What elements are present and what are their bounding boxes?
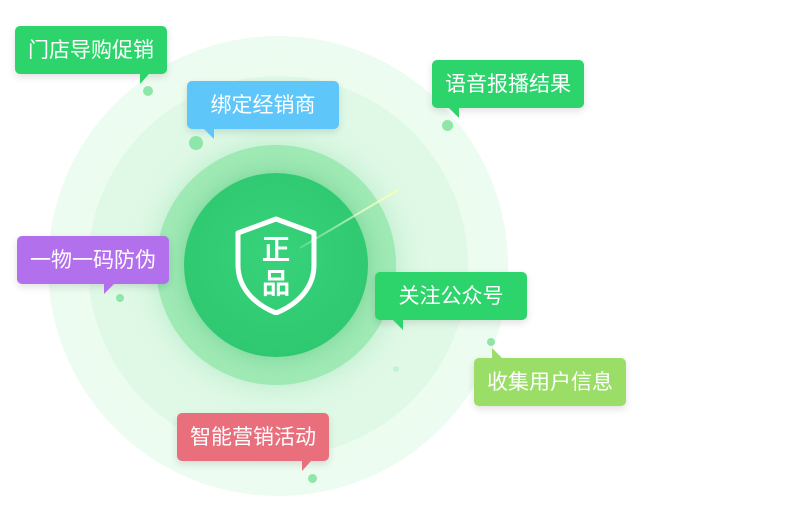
feature-follow-account: 关注公众号 — [375, 272, 527, 320]
core-circle — [184, 173, 368, 357]
feature-label: 语音报播结果 — [445, 72, 571, 96]
orbit-dot — [143, 86, 153, 96]
orbit-dot — [189, 136, 203, 150]
feature-bind-dealer: 绑定经销商 — [187, 81, 339, 129]
feature-smart-marketing: 智能营销活动 — [177, 413, 329, 461]
bubble-tail — [204, 129, 214, 139]
feature-label: 一物一码防伪 — [30, 248, 156, 272]
orbit-dot — [308, 474, 317, 483]
feature-label: 收集用户信息 — [487, 370, 613, 394]
bubble-tail — [449, 108, 459, 118]
feature-collect-user-info: 收集用户信息 — [474, 358, 626, 406]
badge-char-bottom: 品 — [261, 267, 290, 300]
feature-label: 绑定经销商 — [210, 93, 316, 117]
bubble-tail — [104, 284, 114, 294]
bubble-tail — [302, 461, 311, 471]
bubble-tail — [393, 320, 403, 330]
feature-anti-counterfeit: 一物一码防伪 — [17, 236, 169, 284]
feature-voice-broadcast: 语音报播结果 — [432, 60, 584, 108]
shield-icon — [235, 216, 317, 315]
feature-label: 智能营销活动 — [190, 425, 316, 449]
bubble-tail — [140, 74, 149, 84]
orbit-dot — [442, 120, 453, 131]
orbit-dot — [116, 294, 124, 302]
feature-store-guide-promo: 门店导购促销 — [15, 26, 167, 74]
orbit-dot — [393, 366, 399, 372]
badge-char-top: 正 — [261, 233, 290, 266]
bubble-tail — [492, 348, 502, 358]
feature-label: 门店导购促销 — [28, 38, 154, 62]
orbit-dot — [487, 338, 495, 346]
feature-label: 关注公众号 — [398, 284, 504, 308]
